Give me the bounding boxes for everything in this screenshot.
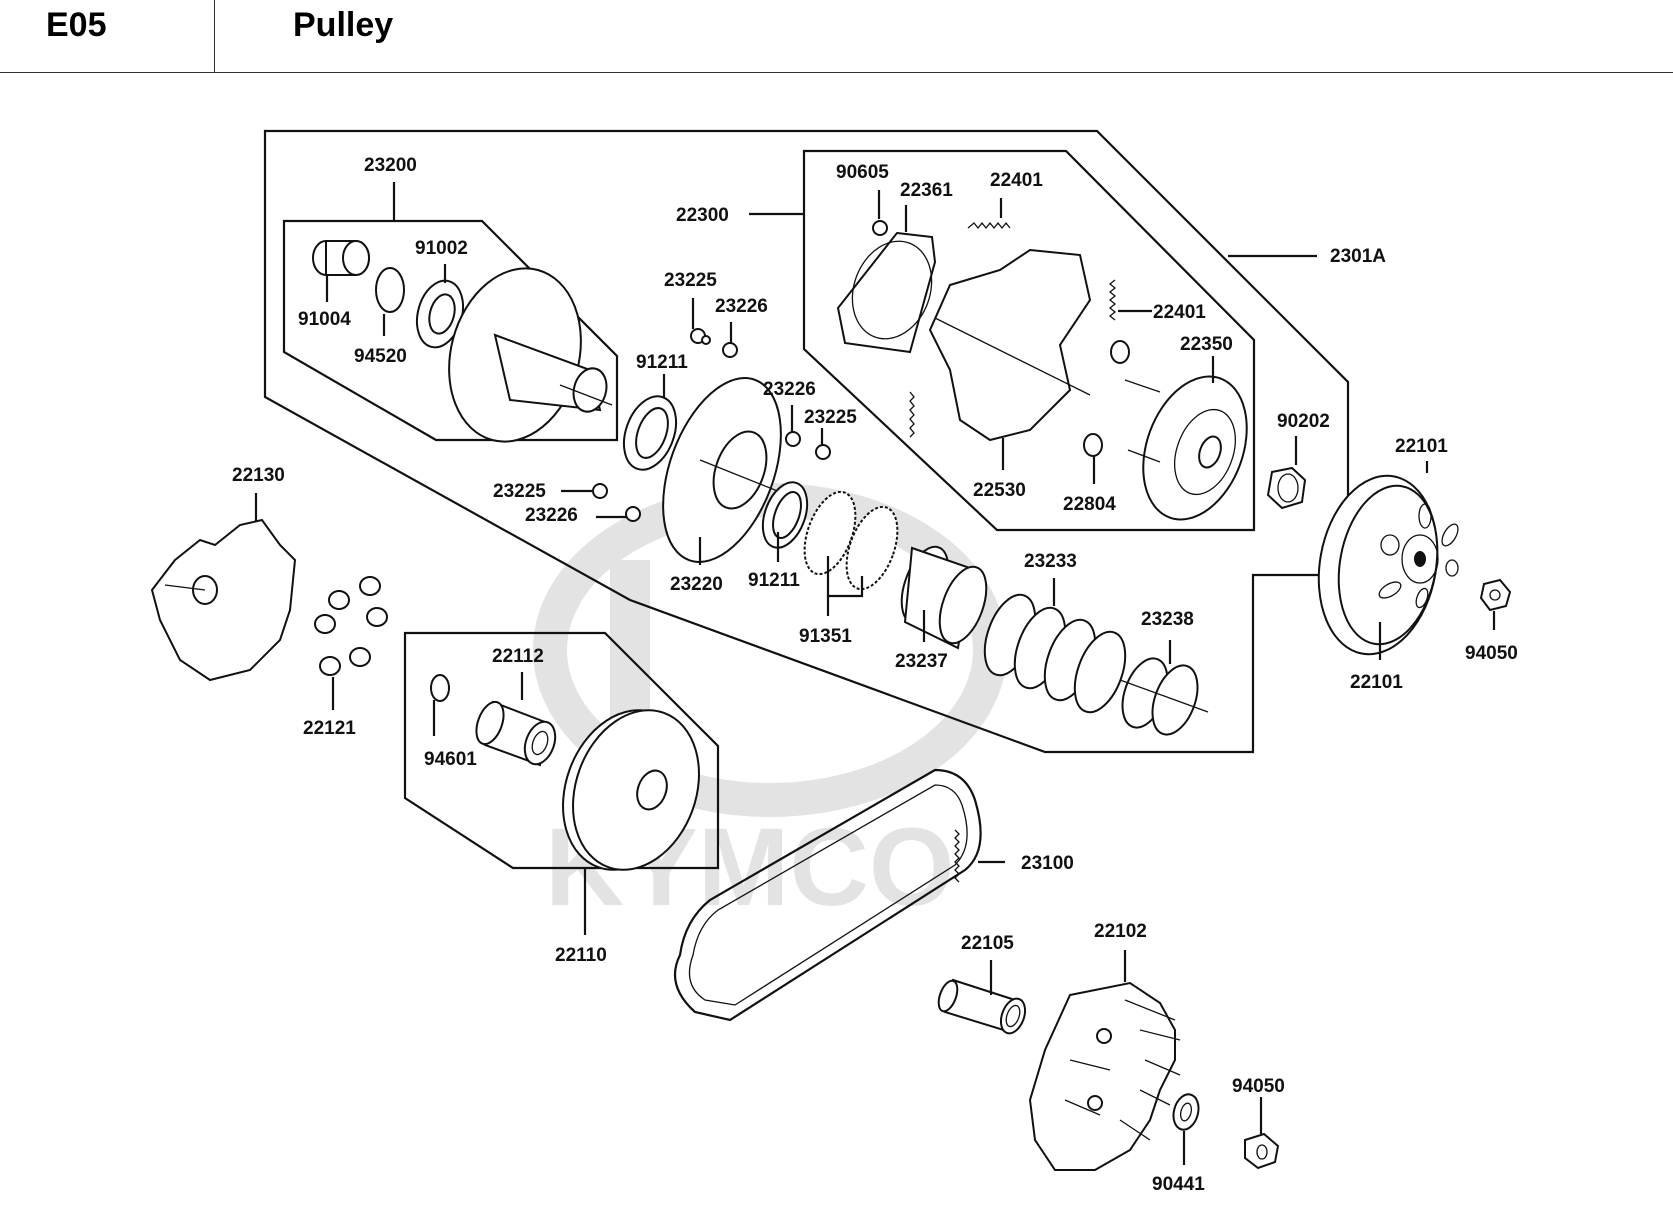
label-94050-lower: 94050 xyxy=(1232,1076,1285,1097)
label-22112: 22112 xyxy=(492,646,544,667)
label-23226-mid: 23226 xyxy=(763,379,816,400)
part-22130-ramp-plate[interactable] xyxy=(150,518,297,682)
label-22121: 22121 xyxy=(303,718,356,739)
part-22110-movable-drive-face[interactable] xyxy=(542,692,721,887)
label-94050-upper: 94050 xyxy=(1465,643,1518,664)
label-90202: 90202 xyxy=(1277,411,1330,432)
part-23237-collar[interactable] xyxy=(893,541,996,650)
label-94601: 94601 xyxy=(424,749,477,770)
part-23225-pin-left[interactable] xyxy=(592,483,608,499)
label-22105: 22105 xyxy=(961,933,1014,954)
part-91004-collar[interactable] xyxy=(312,240,370,276)
part-22804-damper-upper[interactable] xyxy=(1110,340,1130,364)
part-91351-needle-bearings[interactable] xyxy=(795,485,908,596)
group-outline-23200 xyxy=(282,219,619,442)
label-22804: 22804 xyxy=(1063,494,1116,515)
label-22101-bottom: 22101 xyxy=(1350,672,1403,693)
label-22300: 22300 xyxy=(676,205,729,226)
label-23226-upper: 23226 xyxy=(715,296,768,317)
part-22530-clutch-shoes[interactable] xyxy=(928,248,1092,442)
label-23238: 23238 xyxy=(1141,609,1194,630)
page-title: Pulley xyxy=(293,6,394,44)
part-23225-pin-mid[interactable] xyxy=(815,444,831,460)
part-90441-washer[interactable] xyxy=(1170,1092,1202,1133)
part-23226-slider-upper[interactable] xyxy=(722,342,738,358)
label-22130: 22130 xyxy=(232,465,285,486)
part-22105-collar[interactable] xyxy=(935,978,1029,1036)
label-23100: 23100 xyxy=(1021,853,1074,874)
label-22102: 22102 xyxy=(1094,921,1147,942)
group-outline-22300 xyxy=(802,149,1256,532)
part-94050-nut-upper[interactable] xyxy=(1479,578,1512,612)
label-22101-top: 22101 xyxy=(1395,436,1448,457)
label-90605: 90605 xyxy=(836,162,889,183)
label-23237: 23237 xyxy=(895,651,948,672)
label-22401-right: 22401 xyxy=(1153,302,1206,323)
label-94520: 94520 xyxy=(354,346,407,367)
header-divider xyxy=(214,0,215,72)
part-90202-nut[interactable] xyxy=(1266,466,1307,510)
part-90605-nut[interactable] xyxy=(872,220,888,236)
group-outline-driven-pulley xyxy=(263,129,1350,754)
part-23233-spring[interactable] xyxy=(975,588,1135,719)
part-23100-drive-belt[interactable] xyxy=(673,768,982,1022)
part-23200-drive-face[interactable] xyxy=(430,253,613,456)
part-22112-collar[interactable] xyxy=(471,698,560,768)
part-22101-clutch-outer[interactable] xyxy=(1305,466,1461,663)
part-22401-spring-upper[interactable] xyxy=(967,221,1011,230)
label-91211-upper: 91211 xyxy=(636,352,688,373)
part-91002-bearing[interactable] xyxy=(410,275,470,352)
part-23226-slider-mid[interactable] xyxy=(785,431,801,447)
part-23220-driven-face[interactable] xyxy=(640,362,803,578)
label-91351: 91351 xyxy=(799,626,852,647)
label-23225-upper: 23225 xyxy=(664,270,717,291)
label-91211-lower: 91211 xyxy=(748,570,800,591)
label-23226-left: 23226 xyxy=(525,505,578,526)
group-outline-22110 xyxy=(403,631,720,870)
part-23225-pin-upper[interactable] xyxy=(690,328,711,345)
section-code: E05 xyxy=(46,6,107,44)
part-22804-damper[interactable] xyxy=(1083,433,1103,457)
part-22401-spring-lower[interactable] xyxy=(909,391,915,438)
label-23233: 23233 xyxy=(1024,551,1077,572)
label-23200: 23200 xyxy=(364,155,417,176)
label-22401-upper: 22401 xyxy=(990,170,1043,191)
label-91004: 91004 xyxy=(298,309,351,330)
part-22401-spring-right[interactable] xyxy=(1108,279,1117,321)
part-23238-spring-seat[interactable] xyxy=(1114,652,1209,740)
part-94601-circlip[interactable] xyxy=(430,674,450,702)
part-22350-drive-plate[interactable] xyxy=(1124,362,1266,534)
part-91211-oil-seal-lower[interactable] xyxy=(755,476,816,554)
part-22121-weight-rollers[interactable] xyxy=(314,576,388,676)
leader-91351 xyxy=(826,556,864,598)
label-23225-left: 23225 xyxy=(493,481,546,502)
label-23220: 23220 xyxy=(670,574,723,595)
part-94520-circlip[interactable] xyxy=(375,267,405,313)
part-23226-slider-left[interactable] xyxy=(625,506,641,522)
label-90441: 90441 xyxy=(1152,1174,1205,1195)
part-22102-fan-pulley[interactable] xyxy=(1028,981,1181,1171)
part-22361-plate[interactable] xyxy=(836,230,945,354)
label-91002: 91002 xyxy=(415,238,468,259)
label-23225-mid: 23225 xyxy=(804,407,857,428)
label-22350: 22350 xyxy=(1180,334,1233,355)
page-header: E05 Pulley xyxy=(0,0,1673,73)
label-2301A: 2301A xyxy=(1330,246,1386,267)
part-94050-nut-lower[interactable] xyxy=(1244,1132,1280,1170)
label-22110: 22110 xyxy=(555,945,607,966)
part-91211-oil-seal-upper[interactable] xyxy=(614,389,685,477)
label-22361: 22361 xyxy=(900,180,953,201)
label-22530: 22530 xyxy=(973,480,1026,501)
